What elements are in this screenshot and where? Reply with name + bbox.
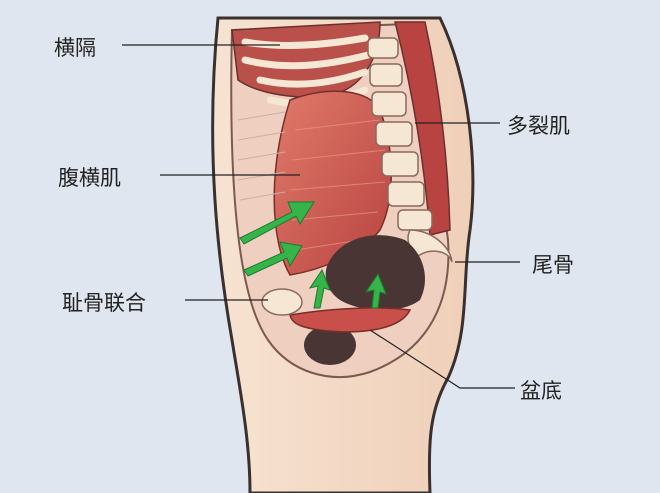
label-multifidus: 多裂肌	[507, 114, 570, 138]
label-pubic-symphysis: 耻骨联合	[62, 291, 146, 315]
multifidus-muscle	[394, 21, 451, 236]
arrow-icon	[364, 272, 387, 309]
arrow-icon	[243, 241, 303, 277]
label-diaphragm: 横隔	[54, 36, 96, 60]
spine	[367, 37, 433, 231]
leader-lines	[122, 44, 520, 389]
abdominal-wall-lines	[237, 111, 286, 201]
pelvic-floor-muscle	[289, 307, 412, 333]
muscle-fibers	[289, 119, 386, 251]
label-transversus-abdominis: 腹横肌	[58, 166, 121, 190]
transversus-abdominis-muscle	[273, 90, 392, 276]
label-pelvic-floor: 盆底	[520, 379, 562, 403]
pressure-arrows	[239, 201, 387, 309]
arrow-icon	[239, 201, 315, 245]
pelvic-cavity	[325, 235, 425, 311]
label-coccyx: 尾骨	[532, 253, 574, 277]
pubic-symphysis-bone	[261, 288, 303, 316]
arrow-icon	[308, 268, 331, 309]
bladder-cavity	[304, 325, 356, 365]
